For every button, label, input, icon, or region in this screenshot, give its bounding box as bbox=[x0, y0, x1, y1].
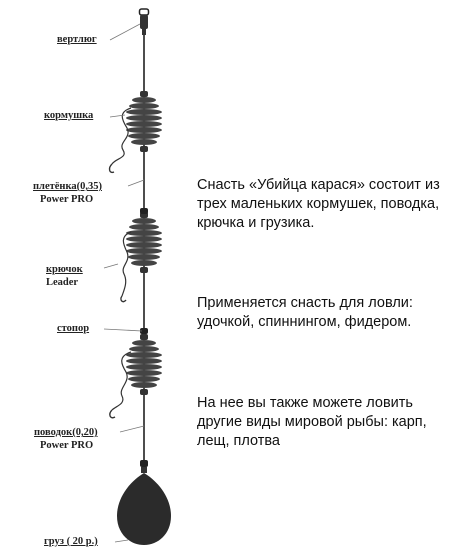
description-paragraph-1: Снасть «Убийца карася» состоит из трех м… bbox=[197, 177, 440, 231]
weight-label: груз ( 20 р.) bbox=[44, 536, 98, 547]
feeder-label: кормушка bbox=[44, 110, 94, 121]
stopper-bead-icon bbox=[140, 328, 148, 334]
leash-2 bbox=[120, 231, 132, 303]
feeder-3-icon bbox=[126, 334, 162, 395]
description-paragraph-3: На нее вы также можете ловить другие вид… bbox=[197, 395, 427, 449]
description-paragraph-2: Применяется снасть для ловли: удочкой, с… bbox=[197, 295, 413, 330]
stopper-label: стопор bbox=[57, 323, 90, 334]
description-block: На нее вы также можете ловить другие вид… bbox=[197, 394, 442, 451]
braid-brand-label: Power PRO bbox=[40, 194, 94, 205]
leader-lines bbox=[103, 23, 145, 543]
weight-icon bbox=[117, 467, 171, 545]
hook-label: крючок bbox=[46, 264, 83, 275]
feeder-1-icon bbox=[126, 91, 162, 152]
leash-3 bbox=[109, 351, 132, 419]
stopper-bead-icon bbox=[140, 460, 148, 467]
leash-1 bbox=[108, 107, 132, 174]
braid-label: плетёнка(0,35) bbox=[33, 181, 102, 192]
leash-label: поводок(0,20) bbox=[34, 427, 98, 438]
description-block: Снасть «Убийца карася» состоит из трех м… bbox=[197, 176, 442, 233]
hook-brand-label: Leader bbox=[46, 277, 79, 288]
swivel-icon bbox=[138, 8, 150, 35]
stopper-bead-icon bbox=[140, 208, 148, 214]
description-block: Применяется снасть для ловли: удочкой, с… bbox=[197, 294, 442, 332]
feeder-2-icon bbox=[126, 212, 162, 273]
swivel-label: вертлюг bbox=[57, 34, 97, 45]
leash-brand-label: Power PRO bbox=[40, 440, 94, 451]
